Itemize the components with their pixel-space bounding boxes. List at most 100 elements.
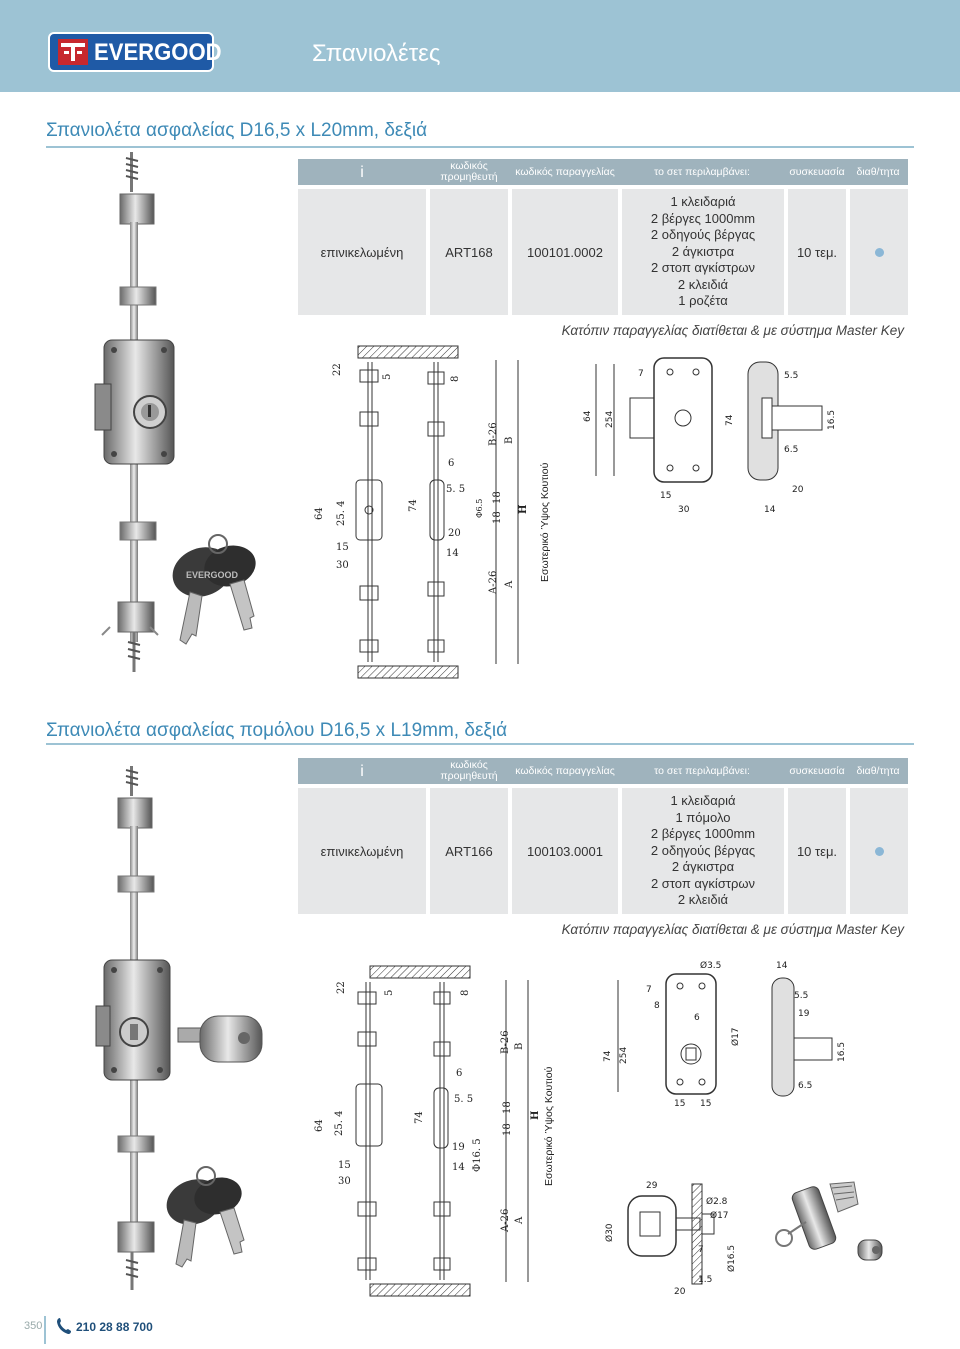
master-key-note: Κατόπιν παραγγελίας διατίθεται & με σύστ… [561,323,904,338]
dim-label: 16.5 [827,410,837,430]
dim-label: 5.5 [794,991,808,1001]
dim-label: 30 [338,1176,351,1187]
dim-label: 6 [448,458,454,469]
dim-label: Φ6.5 [475,499,484,518]
front-dimension-drawing: Ø3.5 14 8 7 6 5.5 19 74 254 Ø17 16.5 6.5… [603,960,847,1108]
dim-label: Ø16.5 [726,1245,737,1272]
dim-label: 25. 4 [334,1111,345,1136]
set-item: 2 άγκιστρα [671,859,735,875]
table-header: i κωδικός προμηθευτή κωδικός παραγγελίας… [298,758,908,784]
dim-label: 5. 5 [446,484,465,495]
dim-label: 6.5 [784,445,798,455]
dim-label: B-26 [488,422,499,446]
page-title: Σπανιολέτες [312,40,441,67]
set-item: 2 οδηγούς βέργας [650,227,756,243]
key-logo-text: EVERGOOD [186,570,239,580]
side-dimension-drawing: 22 5 8 6 5. 5 64 25. 4 15 30 74 20 14 18… [314,345,551,679]
evergood-logo: EVERGOOD [48,32,222,72]
header-order-code: κωδικός παραγγελίας [515,165,615,178]
dim-label: H [518,505,529,514]
table-row: επινικελωμένη ART166 100103.0001 1 κλειδ… [298,788,908,914]
info-icon: i [360,163,364,181]
dim-label: A [504,580,515,589]
availability-cell [850,788,908,914]
dim-label: 6.5 [798,1081,812,1091]
header-supplier-code: κωδικός προμηθευτή [440,759,498,782]
dim-label: Ø30 [604,1223,615,1242]
knob-photo [775,1181,883,1261]
dim-label: 20 [674,1287,686,1297]
dim-label: A [514,1216,525,1225]
availability-dot [874,846,884,856]
dim-label: 22 [336,981,347,994]
availability-cell [850,189,908,315]
dim-label: 30 [678,505,690,515]
vertical-caption: Εσωτερικό Ύψος Κουτιού [539,462,551,582]
dim-label: 15 [700,1099,711,1108]
footer-divider [44,1316,46,1344]
dim-label: B [514,1043,525,1050]
dim-label: 15 [336,542,349,553]
product-title: Σπανιολέτα ασφαλείας D16,5 x L20mm, δεξι… [46,120,428,141]
front-dimension-drawing: 7 5.5 64 254 74 16.5 6.5 15 30 14 20 [583,357,837,515]
dim-label: 254 [619,1047,629,1064]
section-divider [46,743,914,745]
dim-label: 25. 4 [336,501,347,526]
dim-label: Ø2.8 [706,1196,728,1207]
set-item: 2 κλειδιά [677,276,729,292]
dim-label: 14 [776,961,788,971]
dim-label: 18 [492,491,503,504]
dim-label: 15 [338,1160,351,1171]
dim-label: Ø17 [730,1027,741,1046]
dim-label: H [530,1111,541,1120]
logo-text: EVERGOOD [94,39,222,66]
phone-icon [57,1318,71,1334]
footer-phone: 210 28 88 700 [76,1320,153,1334]
dim-label: B-26 [500,1030,511,1054]
header-availability: διαθ/τητα [856,764,900,777]
dim-label: 22 [332,363,343,376]
product-title: Σπανιολέτα ασφαλείας πομόλου D16,5 x L19… [46,720,508,741]
header-supplier-code: κωδικός προμηθευτή [440,160,498,183]
set-item: 1 κλειδαριά [670,793,736,809]
product-photo [95,766,263,1290]
dim-label: 14 [446,548,459,559]
header-availability: διαθ/τητα [856,165,900,178]
dim-label: 8 [654,1001,660,1011]
dim-label: 64 [583,410,593,422]
dim-label: 15 [674,1099,685,1108]
set-item: 1 ροζέτα [678,293,728,309]
dim-label: 64 [314,1119,325,1132]
dim-label: 64 [314,507,325,520]
vertical-caption: Εσωτερικό Ύψος Κουτιού [543,1066,555,1186]
page-header: EVERGOOD Σπανιολέτες [0,0,960,92]
set-item: 1 κλειδαριά [670,194,736,210]
product-photo: EVERGOOD [94,152,256,672]
dim-label: 29 [646,1181,658,1191]
header-order-code: κωδικός παραγγελίας [515,764,615,777]
dim-label: 74 [408,499,419,512]
dim-label: 18 [502,1101,513,1114]
supplier-code-cell: ART168 [430,189,508,315]
logo-mark-icon [58,39,88,65]
table-row: επινικελωμένη ART168 100101.0002 1 κλειδ… [298,189,908,315]
side-dimension-drawing: 22 5 8 6 5. 5 64 25. 4 15 30 74 19 14 Φ1… [314,965,555,1297]
table-header: i κωδικός προμηθευτή κωδικός παραγγελίας… [298,159,908,185]
finish-cell: επινικελωμένη [298,788,426,914]
dim-label: 5 [384,990,395,996]
dim-label: 20 [792,485,804,495]
set-item: 2 στοπ αγκίστρων [650,260,756,276]
dim-label: 20 [448,528,461,539]
dim-label: A-26 [500,1209,511,1233]
set-item: 2 βέργες 1000mm [650,826,756,842]
master-key-note: Κατόπιν παραγγελίας διατίθεται & με σύστ… [561,922,904,937]
dim-label: 19 [452,1142,465,1153]
dim-label: 8 [460,990,471,996]
dim-label: 7 [698,1245,704,1255]
dim-label: 6 [694,1013,700,1023]
dim-label: 7 [646,985,652,995]
header-packaging: συσκευασία [789,764,845,777]
dim-label: 19 [798,1009,810,1019]
order-code-cell: 100101.0002 [512,189,618,315]
header-packaging: συσκευασία [789,165,845,178]
